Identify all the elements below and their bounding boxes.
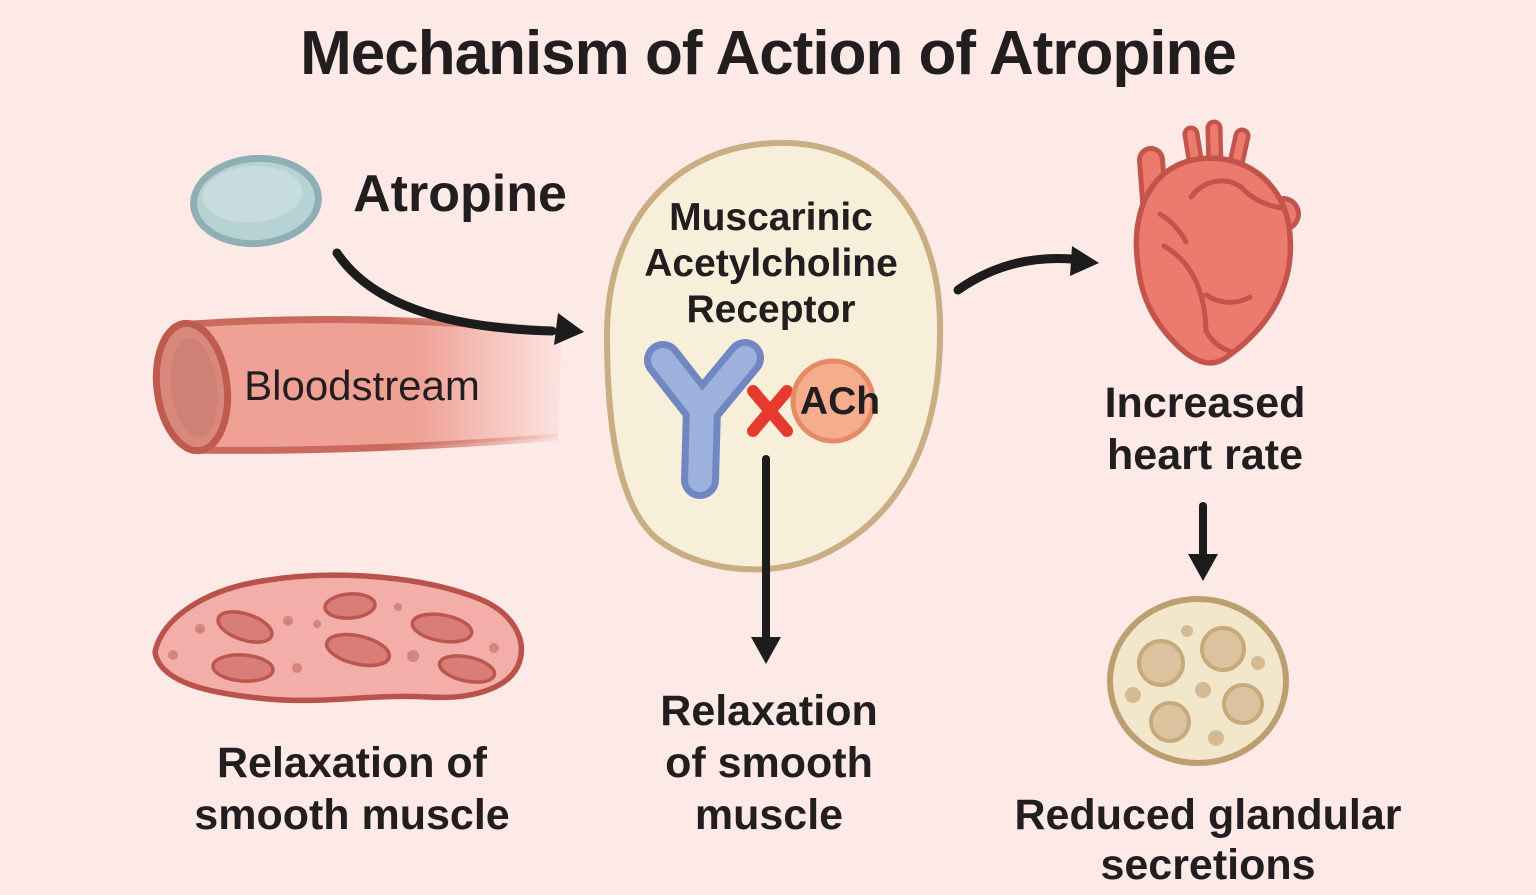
heart-effect-line2: heart rate	[1107, 431, 1303, 479]
atropine-label: Atropine	[353, 165, 567, 223]
smooth-muscle-left-line1: Relaxation of	[217, 739, 487, 787]
heart-effect-label: Increased heart rate	[1105, 377, 1306, 481]
heart-icon	[1133, 119, 1301, 366]
gland-icon	[1107, 596, 1289, 766]
smooth-muscle-left-line2: smooth muscle	[194, 791, 510, 839]
smooth-muscle-center-line3: muscle	[694, 791, 844, 839]
gland-effect-line2: secretions	[1100, 841, 1316, 889]
arrow-heart-to-gland	[1188, 502, 1218, 581]
ach-label: ACh	[800, 380, 880, 423]
receptor-y-icon	[644, 339, 764, 499]
smooth-muscle-center-label: Relaxation of smooth muscle	[660, 685, 877, 841]
page-title: Mechanism of Action of Atropine	[300, 19, 1237, 88]
arrow-cell-to-muscle	[751, 455, 781, 664]
smooth-muscle-center-line2: of smooth	[665, 739, 873, 787]
smooth-muscle-center-line1: Relaxation	[660, 687, 878, 735]
ach-molecule-icon: ACh	[790, 358, 880, 444]
pill-icon	[190, 154, 322, 248]
smooth-muscle-icon	[152, 572, 524, 704]
blood-vessel-icon	[152, 316, 563, 455]
arrow-pill-to-cell	[332, 248, 584, 345]
smooth-muscle-left-label: Relaxation of smooth muscle	[194, 737, 509, 841]
block-x-icon	[747, 385, 793, 437]
receptor-name-line1: Muscarinic	[669, 196, 873, 239]
gland-effect-label: Reduced glandular secretions	[1014, 790, 1401, 890]
gland-effect-line1: Reduced glandular	[1014, 791, 1402, 839]
arrow-cell-to-heart	[953, 246, 1099, 295]
heart-effect-line1: Increased	[1104, 379, 1306, 427]
receptor-name-line2: Acetylcholine	[644, 242, 898, 285]
receptor-name-line3: Receptor	[686, 288, 856, 331]
receptor-name-label: Muscarinic Acetylcholine Receptor	[644, 195, 898, 333]
bloodstream-label: Bloodstream	[244, 362, 480, 409]
